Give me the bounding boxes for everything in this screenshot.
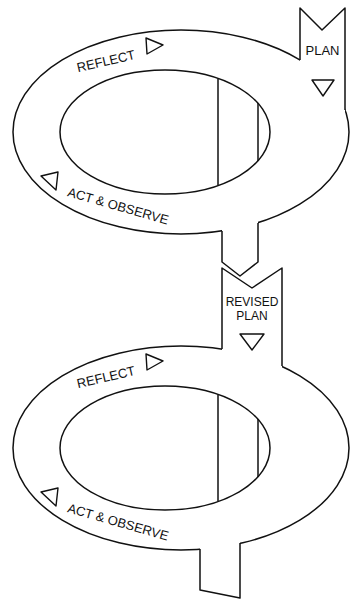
phase-label: ACT & OBSERVE	[62, 184, 174, 229]
hole-strip	[257, 419, 259, 477]
revised-band	[222, 290, 282, 372]
hole-strip	[217, 395, 219, 501]
upper-ring-hole	[60, 70, 270, 194]
lower-ring-outer	[13, 346, 349, 550]
phase-label: REFLECT	[72, 47, 140, 76]
upper-ring-outer	[13, 30, 349, 234]
revised-band-edge	[222, 268, 282, 366]
arrow-triangle	[146, 354, 163, 370]
tail-band	[200, 530, 240, 590]
arrow-triangle	[41, 488, 58, 506]
phase-label: ACT & OBSERVE	[62, 500, 174, 545]
lower-ring-hole	[60, 386, 270, 510]
arrow-triangle	[146, 38, 163, 54]
stage-label: PLAN	[300, 44, 345, 59]
stage-label: REVISED PLAN	[222, 296, 282, 324]
arrow-triangle	[312, 80, 334, 96]
arrow-triangle	[240, 334, 264, 350]
plan-band	[300, 8, 345, 112]
hole-strip	[257, 103, 259, 161]
phase-label: REFLECT	[72, 363, 140, 392]
tail-edge	[200, 543, 240, 598]
stem-edge	[222, 223, 258, 276]
stem-band	[222, 215, 258, 262]
hole-strip	[217, 79, 219, 185]
direction-arrows	[41, 38, 334, 506]
arrow-triangle	[41, 172, 58, 190]
spiral-ribbon	[13, 8, 349, 598]
plan-band-edge	[300, 8, 345, 110]
